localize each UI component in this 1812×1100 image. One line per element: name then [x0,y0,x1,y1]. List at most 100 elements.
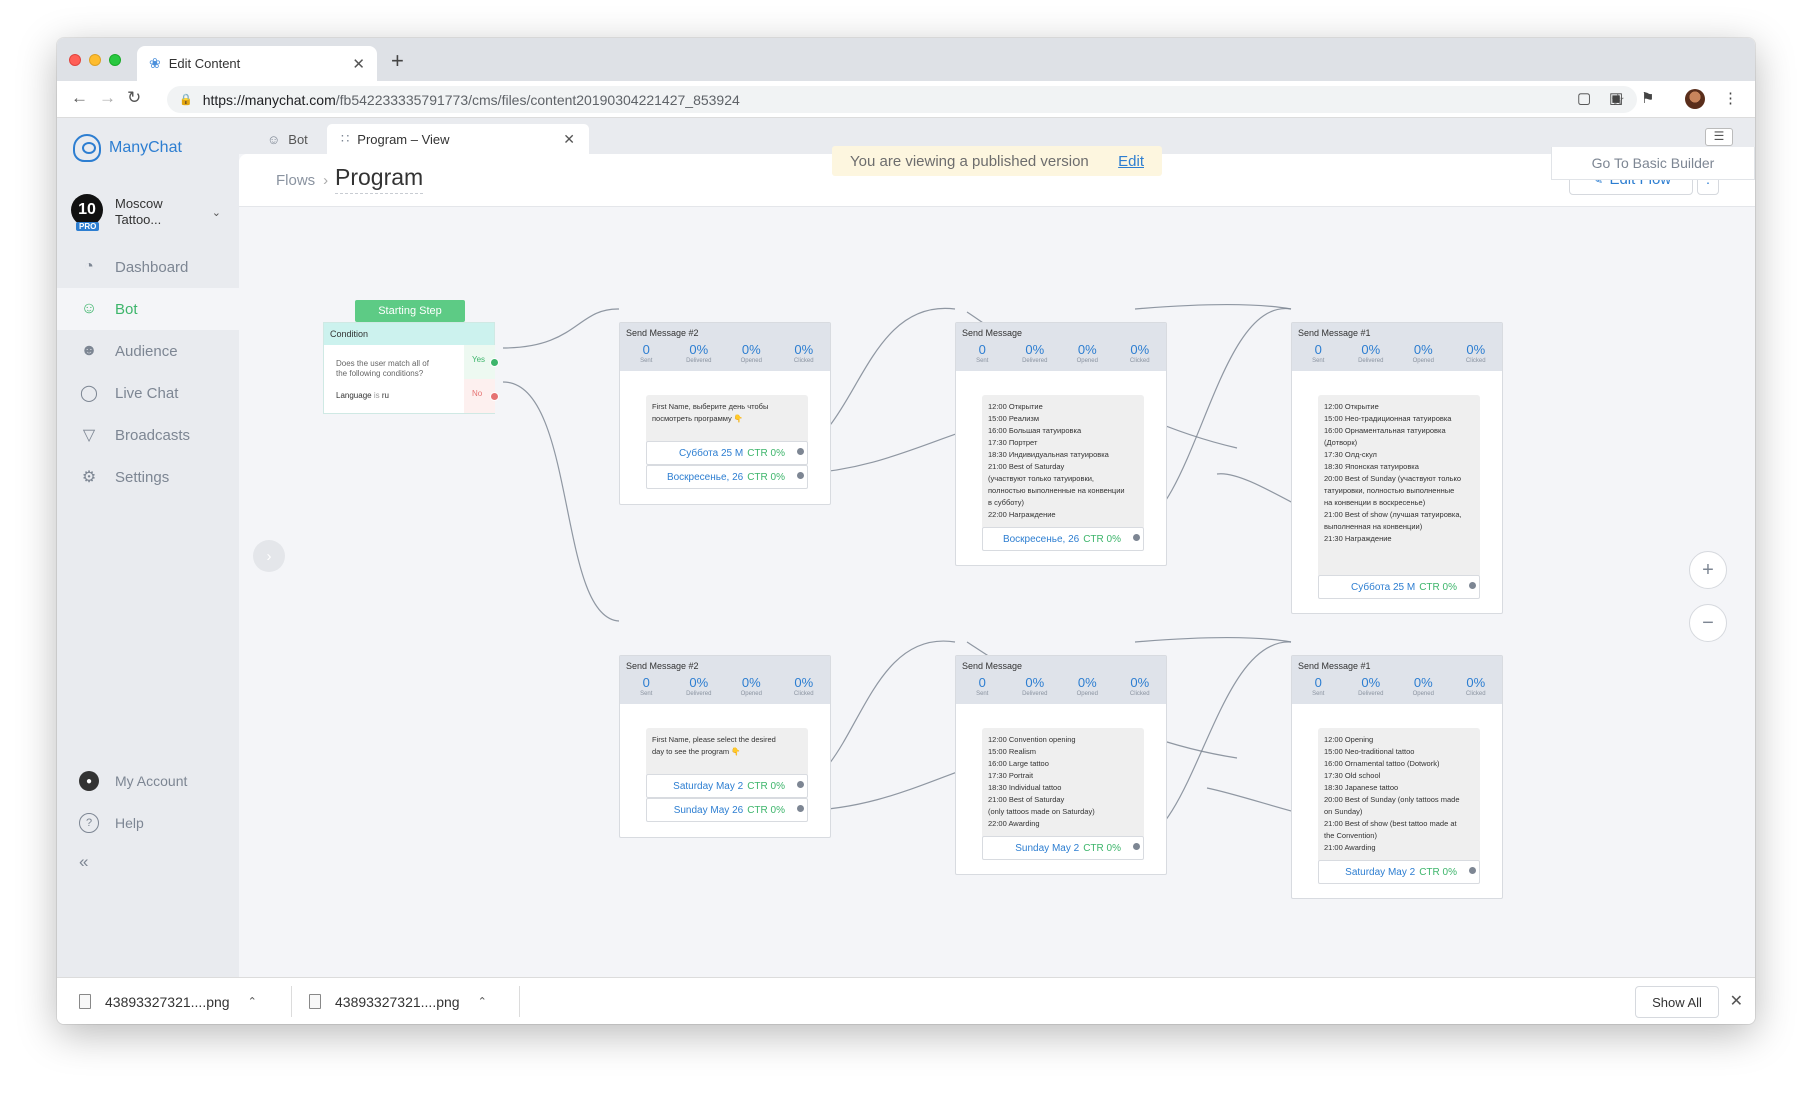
message-line: 21:30 Награждение [1324,534,1392,543]
sidebar-item-my-account[interactable]: ● My Account [57,760,239,802]
browser-menu-icon[interactable]: ⋮ [1723,90,1738,107]
sidebar-item-settings[interactable]: ⚙ Settings [57,456,239,498]
button-port[interactable] [1468,866,1477,875]
zoom-in-button[interactable]: + [1689,551,1727,589]
extension-icon[interactable]: ▣ [1609,90,1624,107]
condition-node[interactable]: Condition Does the user match all of the… [323,322,499,414]
forward-icon[interactable]: → [99,88,116,107]
downloads-bar: 43893327321....png ⌃ 43893327321....png … [57,977,1755,1024]
back-icon[interactable]: ← [71,88,88,107]
sidebar-item-label: Broadcasts [115,426,191,444]
button-port[interactable] [1468,581,1477,590]
tab-bot[interactable]: ☺ Bot [253,124,322,154]
button-port[interactable] [796,447,805,456]
sidebar-item-label: Audience [115,342,178,360]
breadcrumb-flows-link[interactable]: Flows [276,172,316,189]
brand-name: ManyChat [109,139,182,156]
starting-step-label: Starting Step [355,300,465,322]
close-window-button[interactable] [69,54,81,66]
sidebar-item-live-chat[interactable]: ◯ Live Chat [57,372,239,414]
maximize-window-button[interactable] [109,54,121,66]
message-line: 17:30 Portrait [988,771,1034,780]
account-switcher[interactable]: 10 PRO Moscow Tattoo... ⌄ [71,192,231,238]
button-port[interactable] [1132,842,1141,851]
show-all-button[interactable]: Show All [1635,986,1719,1018]
button-port[interactable] [1132,533,1141,542]
banner-edit-link[interactable]: Edit [1118,152,1144,170]
reload-icon[interactable]: ↻ [127,88,142,107]
tab-program-view[interactable]: ∷ Program – View ✕ [327,124,589,154]
bookmark-star-icon[interactable]: ☆ [1610,92,1625,109]
collapse-sidebar-icon[interactable]: « [79,852,89,871]
chevron-up-icon[interactable]: ⌃ [477,996,487,1008]
stat-sent-value: 0 [978,675,986,690]
zoom-out-button[interactable]: − [1689,604,1727,642]
browser-window: ❀ Edit Content ✕ + ← → ↻ 🔒 https://manyc… [57,38,1755,1024]
button-port[interactable] [796,471,805,480]
menu-icon[interactable]: ☰ [1705,128,1733,146]
message-line: First Name, please select the desired [652,734,802,746]
sidebar-item-dashboard[interactable]: ◔ Dashboard [57,246,239,288]
sidebar-item-help[interactable]: ? Help [57,802,239,844]
url-path: /fb542233335791773/cms/files/content2019… [335,91,740,108]
button-port[interactable] [796,804,805,813]
rule-field: Language [336,391,372,400]
brand-logo[interactable]: ManyChat [73,134,182,162]
close-icon[interactable]: ✕ [1729,993,1743,1010]
send-icon: ▽ [82,427,96,444]
sidebar-item-label: Dashboard [115,258,189,276]
page-title[interactable]: Program [335,164,424,194]
browser-tab[interactable]: ❀ Edit Content ✕ [137,46,377,81]
stat-delivered-value: 0% [1025,675,1045,690]
minimize-window-button[interactable] [89,54,101,66]
profile-avatar[interactable] [1685,89,1705,109]
chevron-right-icon: › [323,172,329,189]
pin-extension-icon[interactable]: ⚑ [1641,90,1655,107]
sidebar-item-audience[interactable]: ☻ Audience [57,330,239,372]
rule-operator: is [373,391,380,400]
condition-no-branch[interactable]: No [464,379,495,413]
sidebar-item-bot[interactable]: ☺ Bot [57,288,239,330]
yes-port[interactable] [490,358,499,367]
account-avatar: 10 [71,194,103,226]
new-tab-button[interactable]: + [391,48,404,73]
close-tab-icon[interactable]: ✕ [352,55,365,73]
download-item[interactable]: 43893327321....png ⌃ [309,978,487,1024]
close-tab-icon[interactable]: ✕ [563,130,575,147]
sidebar-item-broadcasts[interactable]: ▽ Broadcasts [57,414,239,456]
stat-sent-label: Sent [1312,358,1325,364]
message-line: 21:00 Best of Saturday [988,462,1065,471]
stat-opened-label: Opened [740,358,762,364]
button-port[interactable] [796,780,805,789]
download-item[interactable]: 43893327321....png ⌃ [79,978,257,1024]
expand-panel-button[interactable]: › [253,540,285,572]
go-to-basic-builder-button[interactable]: Go To Basic Builder [1551,147,1755,180]
manychat-favicon-icon: ❀ [149,55,161,71]
message-line: on Sunday) [1324,807,1363,816]
condition-yes-branch[interactable]: Yes [464,345,495,379]
stat-clicked-value: 0% [1130,342,1150,357]
button-label: Saturday May 2 [673,780,744,792]
cast-extension-icon[interactable]: ▢ [1577,90,1592,107]
message-line: посмотреть программу 👇 [652,414,744,423]
message-line: 16:00 Ornamental tattoo (Dotwork) [1324,759,1440,768]
chevron-up-icon[interactable]: ⌃ [247,996,257,1008]
address-bar[interactable]: 🔒 https://manychat.com/fb542233335791773… [167,86,1637,113]
stat-delivered-value: 0% [1025,342,1045,357]
sidebar-item-label: My Account [115,773,188,789]
no-port[interactable] [490,392,499,401]
